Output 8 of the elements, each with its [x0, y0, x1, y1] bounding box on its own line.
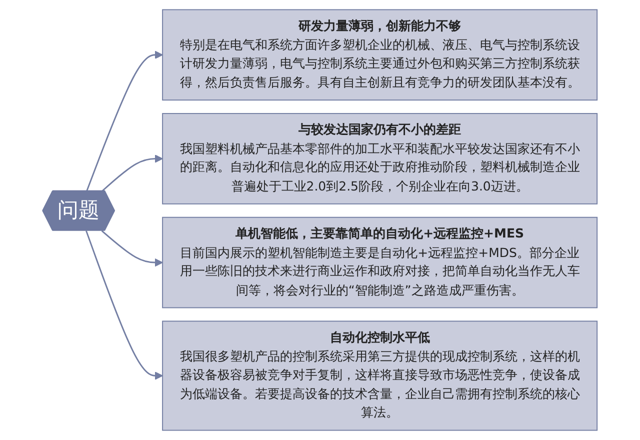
arrow	[86, 50, 164, 192]
arrow	[101, 230, 164, 267]
arrow	[101, 154, 164, 192]
node-box: 与较发达国家仍有不小的差距 我国塑料机械产品基本零部件的加工水平和装配水平较发达国家还有不小的距离。自动化和信息化的应用还处于政府推动阶段，塑料机械制造企业普遍处于工业2.0到2.5阶段，个别企业在向3.0迈进。	[162, 113, 598, 204]
node-box: 研发力量薄弱，创新能力不够 特别是在电气和系统方面许多塑机企业的机械、液压、电气与控制系统设计研发力量薄弱，电气与控制系统主要通过外包和购买第三方控制系统获得，然后负责售后服务。具有自主创新且有竞争力的研发团队基本没有。	[162, 9, 598, 101]
arrow	[86, 230, 164, 380]
node-box: 自动化控制水平低 我国很多塑机产品的控制系统采用第三方提供的现成控制系统，这样的机器设备极容易被竞争对手复制，这样将直接导致市场恶性竞争，使设备成为低端设备。若要提高设备的技术含量，企业自己需拥有控制系统的核心算法。	[162, 320, 598, 431]
node-box: 单机智能低，主要靠简单的自动化+远程监控+MES 目前国内展示的塑机智能制造主要是自动化+远程监控+MDS。部分企业用一些陈旧的技术来进行商业运作和政府对接，把简单自动化当作无人车间等，将会对行业的“智能制造”之路造成严重伤害。	[162, 216, 598, 308]
